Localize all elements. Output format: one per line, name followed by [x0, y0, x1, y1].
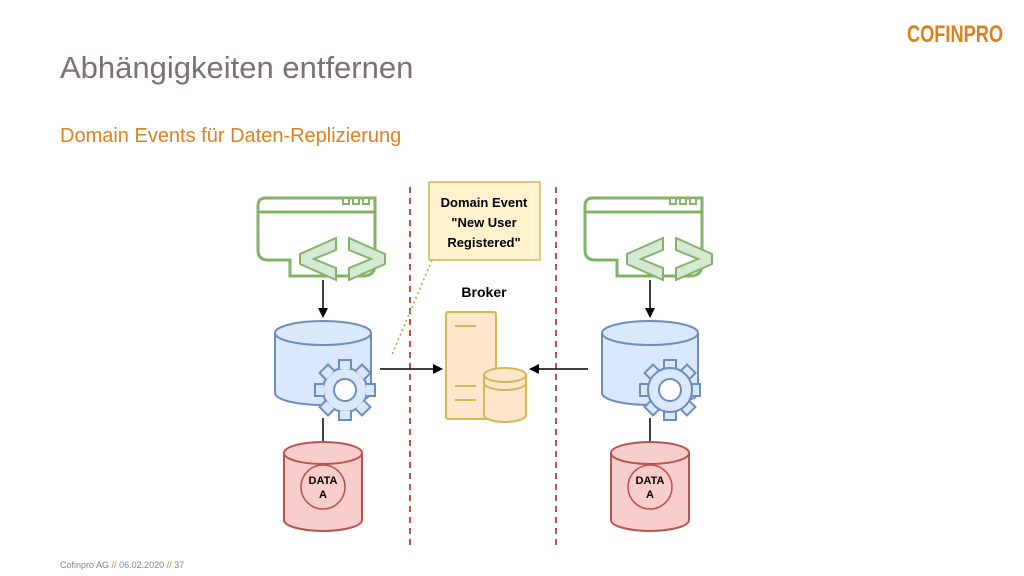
cofinpro-logo: COFINPRO	[907, 21, 1003, 48]
data-label-right-line1: DATA	[636, 475, 665, 487]
footer: Cofinpro AG // 06.02.2020 // 37	[60, 560, 184, 570]
event-note-line3: Registered"	[447, 235, 520, 250]
domain-event-note	[428, 181, 541, 261]
data-database-icon-left	[283, 441, 363, 532]
logo-text: COFINPRO	[907, 21, 1003, 48]
event-note-line1: Domain Event	[441, 195, 528, 210]
broker-label: Broker	[461, 284, 507, 300]
page-subtitle: Domain Events für Daten-Replizierung	[60, 125, 402, 147]
data-label-left-line2: A	[319, 489, 327, 501]
footer-date: 06.02.2020	[119, 560, 165, 570]
gear-icon-left	[314, 359, 376, 421]
footer-company: Cofinpro AG	[60, 560, 110, 570]
app-window-icon-left	[256, 196, 386, 282]
footer-separator-2: //	[166, 560, 172, 570]
footer-separator-1: //	[111, 560, 117, 570]
event-note-line2: "New User	[451, 215, 516, 230]
footer-page-number: 37	[174, 560, 185, 570]
broker-server-icon	[445, 311, 527, 423]
event-note-connector	[390, 259, 433, 358]
data-label-left-line1: DATA	[309, 475, 338, 487]
app-window-icon-right	[583, 196, 713, 282]
page-title: Abhängigkeiten entfernen	[60, 50, 414, 85]
data-database-icon-right	[610, 441, 690, 532]
gear-icon-right	[639, 359, 701, 421]
data-label-right-line2: A	[646, 489, 654, 501]
